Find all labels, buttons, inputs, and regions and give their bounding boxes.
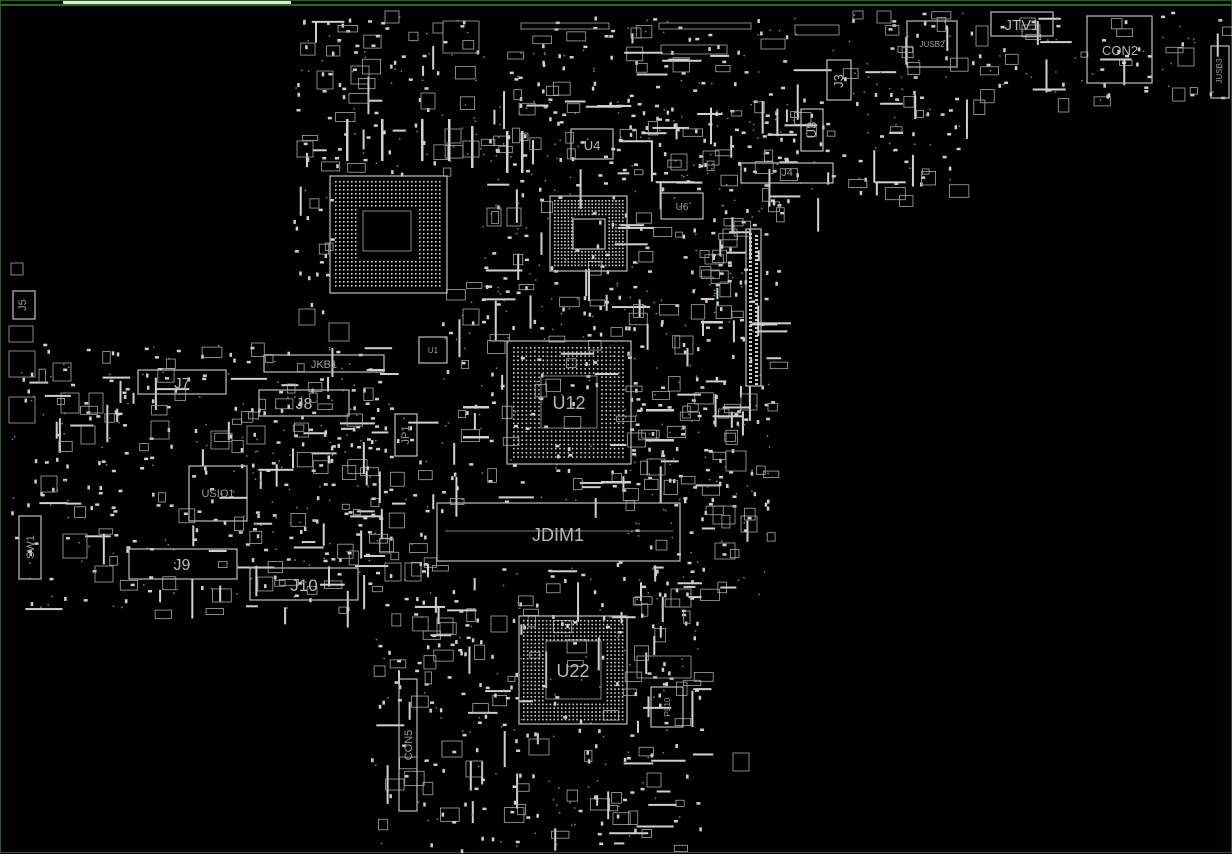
part-j7[interactable]: J7 [137,369,227,395]
label-j3: J3 [831,74,846,88]
part-j8[interactable]: J8 [258,389,350,417]
board-decor [8,10,1232,854]
part-sw1[interactable]: SW1 [18,515,42,580]
label-j8: J8 [296,396,313,413]
part-j3[interactable]: J3 [826,59,852,101]
part-jusb2[interactable]: JUSB2 [906,20,958,68]
part-u3[interactable]: U3 [800,108,824,152]
part-u4[interactable]: U4 [570,128,614,160]
part-j5[interactable]: J5 [12,290,36,320]
part-u6[interactable]: U6 [660,192,704,220]
viewer-top-border [1,4,1232,6]
connector-vertical-right[interactable] [745,228,762,387]
label-u6: U6 [676,202,689,213]
label-con5: CON5 [403,730,415,761]
part-pl10[interactable]: PL10 [650,686,684,728]
part-jusb3[interactable]: JUSB3 [1210,45,1230,99]
label-sw1: SW1 [25,535,37,559]
label-j7: J7 [174,375,190,392]
chip-u12[interactable]: U12 [506,340,632,465]
part-j4[interactable]: J4 [740,162,834,184]
chip-u22[interactable]: U22 [518,615,628,725]
part-j9[interactable]: J9 [128,548,238,580]
label-j9: J9 [174,557,191,574]
connector-top-strip [442,20,840,55]
label-usio1: USIO1 [201,488,234,500]
part-con5[interactable]: CON5 [398,678,418,812]
label-j4: J4 [781,167,793,179]
toolbar-strip [63,1,291,4]
part-jkb1[interactable]: JKB1 [263,354,385,373]
label-jp1: JP1 [400,426,412,445]
label-jdim1: JDIM1 [532,525,584,545]
part-usio1[interactable]: USIO1 [188,465,248,522]
chip-gpu[interactable] [549,195,628,272]
label-j5: J5 [17,299,29,311]
label-con2: CON2 [1102,43,1138,58]
label-u4: U4 [584,138,601,153]
label-jusb3: JUSB3 [1215,58,1224,83]
label-j10: J10 [290,576,317,595]
label-u12: U12 [552,393,585,413]
label-pl10: PL10 [663,697,672,716]
slot-jdim1[interactable]: JDIM1 [436,502,681,562]
label-u3: U3 [804,122,819,139]
part-jtv1[interactable]: JTV1 [990,11,1054,37]
part-jp1[interactable]: JP1 [394,413,418,457]
part-u1[interactable]: U1 [418,336,448,364]
part-j10[interactable]: J10 [249,567,359,601]
label-jtv1: JTV1 [1004,17,1039,34]
label-jkb1: JKB1 [311,359,337,371]
cpu-socket[interactable] [329,175,448,294]
label-u1: U1 [428,346,439,355]
label-jusb2: JUSB2 [920,40,945,49]
label-u22: U22 [556,661,589,681]
part-con2[interactable]: CON2 [1086,15,1153,84]
